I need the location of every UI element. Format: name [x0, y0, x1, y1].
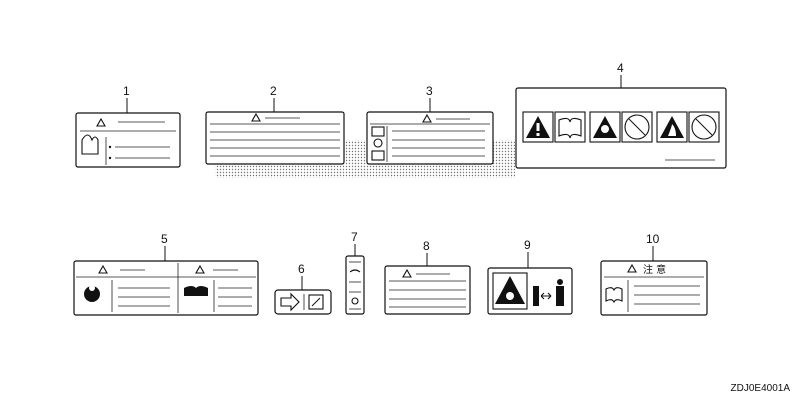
- warning-triangle-icon: [402, 268, 412, 278]
- hand-hazard-icon: [184, 286, 208, 296]
- label-6: 6: [274, 262, 332, 315]
- hot-exhaust-warning-icon: [495, 276, 525, 304]
- warning-triangle-icon: [195, 264, 205, 274]
- fuel-gauge-icon: [349, 269, 361, 273]
- arrow-right-icon: [280, 292, 300, 312]
- part-number-3: 3: [426, 84, 433, 98]
- choke-lever-icon: [308, 294, 324, 310]
- label-9: 9: [487, 238, 573, 315]
- label-1: 1: [75, 84, 181, 168]
- label-10: 10 注 意: [600, 232, 708, 316]
- no-fire-icon: [621, 111, 653, 143]
- fire-warning-icon: [656, 111, 688, 143]
- part-number-2: 2: [270, 84, 277, 98]
- part-number-1: 1: [123, 84, 130, 98]
- manual-book-icon: [605, 287, 623, 304]
- caution-text: 注 意: [643, 263, 666, 276]
- label-4: 4: [515, 61, 727, 169]
- no-refuel-running-icon: [688, 111, 720, 143]
- exhaust-icon: [373, 138, 383, 148]
- part-number-10: 10: [646, 232, 660, 246]
- warning-icon-box: [522, 111, 554, 143]
- machine-block-icon: [533, 286, 539, 306]
- warning-triangle-icon: [627, 263, 637, 273]
- label-8: 8: [384, 239, 471, 315]
- manual-book-icon: [371, 150, 385, 161]
- hot-surface-icon: [589, 111, 621, 143]
- engine-hazard-icon: [371, 126, 385, 137]
- part-number-7: 7: [351, 230, 358, 244]
- warning-triangle-icon: [98, 264, 108, 274]
- warning-triangle-icon: [96, 117, 106, 127]
- part-number-6: 6: [298, 262, 305, 276]
- warning-triangle-icon: [422, 113, 432, 123]
- manual-book-icon: [554, 111, 586, 143]
- label-2: 2: [205, 84, 345, 165]
- person-icon: [557, 279, 563, 285]
- part-number-9: 9: [524, 238, 531, 252]
- distance-arrow-icon: [540, 292, 552, 300]
- warning-triangle-icon: [251, 112, 261, 122]
- drawing-code: ZDJ0E4001A: [730, 383, 790, 394]
- warning-icon-box: [492, 272, 528, 310]
- oil-drop-icon: [351, 297, 359, 305]
- label-5: 5: [73, 232, 259, 316]
- label-7: 7: [345, 230, 365, 315]
- fire-hazard-icon: [81, 134, 99, 155]
- label-3: 3: [366, 84, 494, 165]
- part-number-8: 8: [423, 239, 430, 253]
- operator-hazard-icon: [84, 286, 100, 302]
- part-number-4: 4: [617, 61, 624, 75]
- part-number-5: 5: [161, 232, 168, 246]
